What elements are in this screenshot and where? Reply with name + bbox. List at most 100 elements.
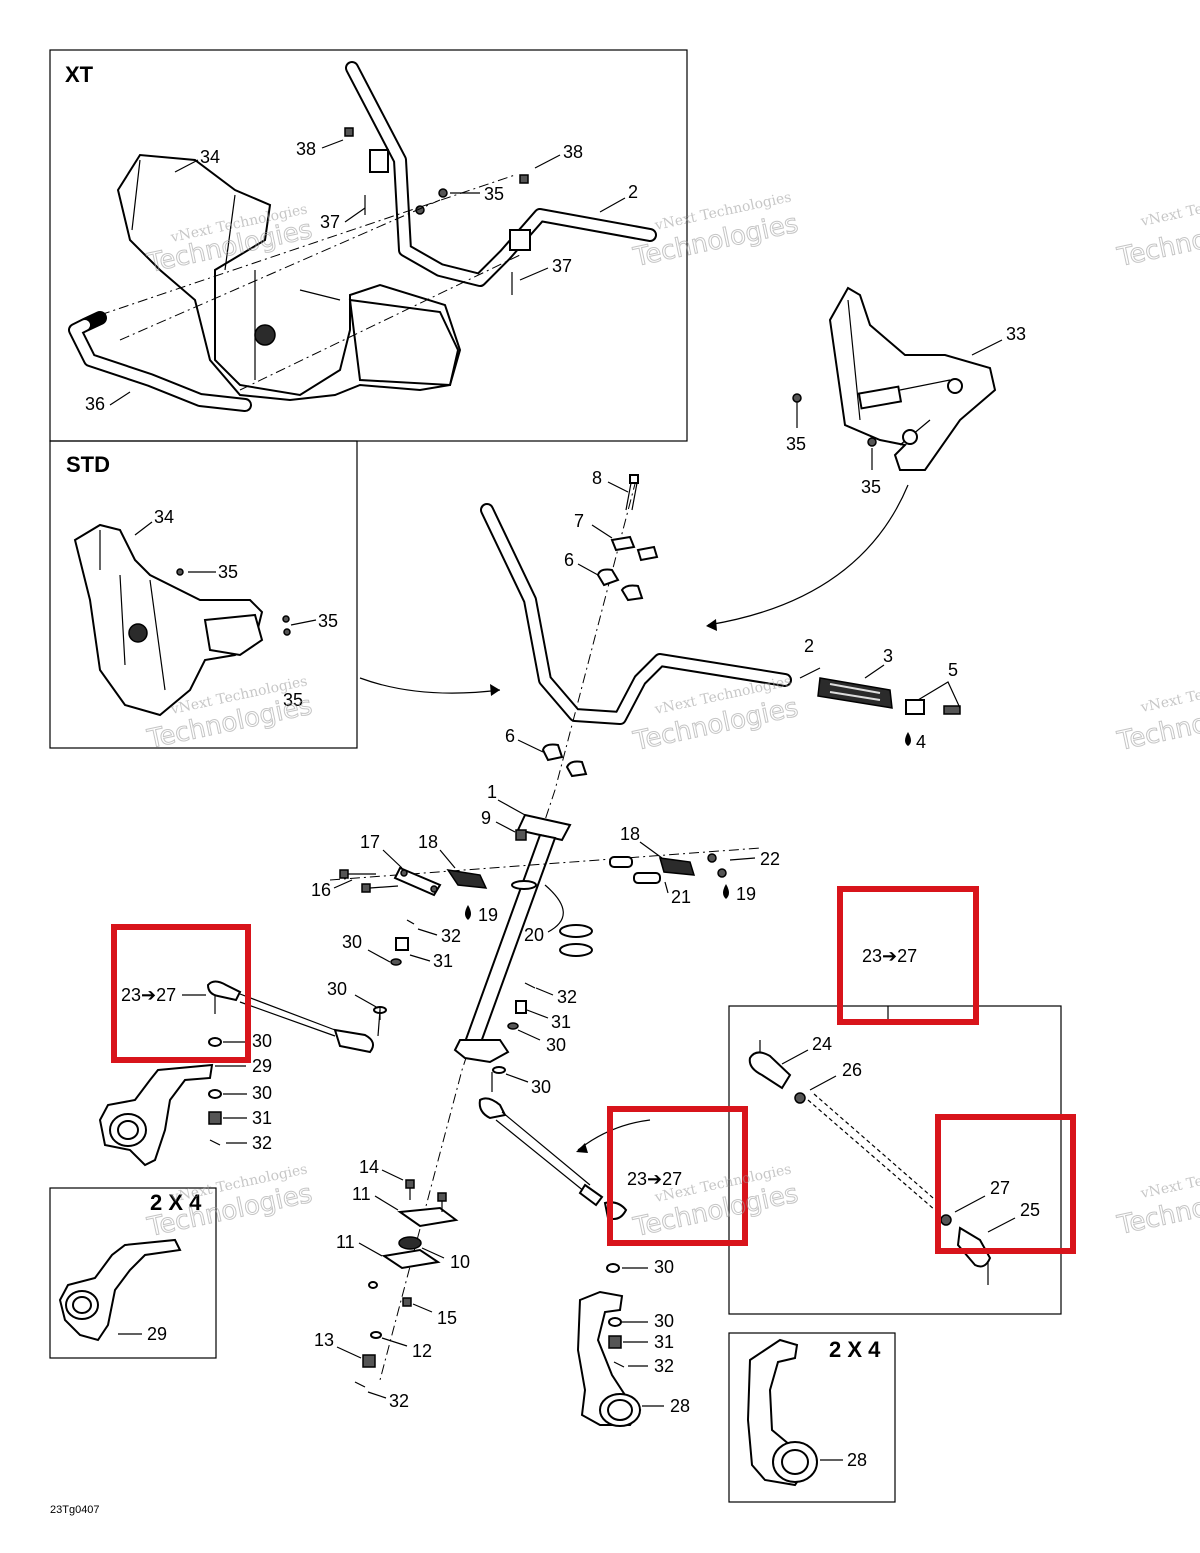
pivot-18-right [658, 857, 696, 876]
callout-r-32: 32 [654, 1356, 674, 1376]
clamp-6-lower [541, 743, 588, 778]
callout-2x4-29: 29 [147, 1324, 167, 1344]
std-handlebar-cover [73, 523, 264, 717]
callout-8: 8 [592, 468, 602, 488]
xt-bumper-bar-36 [68, 311, 252, 412]
callout-33-35a: 35 [786, 434, 806, 454]
tie-rod-detail-frame [728, 1005, 1062, 1315]
highlight-box-middle [607, 1106, 748, 1246]
two-by-four-left-frame [49, 1187, 217, 1359]
callout-xt-37b: 37 [552, 256, 572, 276]
callout-left-32: 32 [252, 1133, 272, 1153]
callout-31a: 31 [433, 951, 453, 971]
watermark-group: vNext Technologies Technologies vNext Te… [144, 185, 1200, 1243]
callout-5: 5 [948, 660, 958, 680]
callout-33-35b: 35 [861, 477, 881, 497]
callout-14: 14 [359, 1157, 379, 1177]
callout-30a: 30 [342, 932, 362, 952]
callout-10: 10 [450, 1252, 470, 1272]
callout-2x4-28: 28 [847, 1450, 867, 1470]
callout-left-23-27: 23➔27 [121, 985, 176, 1005]
callout-7: 7 [574, 511, 584, 531]
callout-mid-23-27: 23➔27 [627, 1169, 682, 1189]
callout-30c: 30 [546, 1035, 566, 1055]
link-17 [393, 866, 442, 897]
handlebar-2 [480, 503, 792, 725]
callout-std-34: 34 [154, 507, 174, 527]
callout-left-29: 29 [252, 1056, 272, 1076]
callout-4: 4 [916, 732, 926, 752]
callout-box-23-27: 23➔27 [862, 946, 917, 966]
grip-3 [817, 677, 893, 709]
knuckle-28-right [576, 1290, 642, 1427]
callout-15: 15 [437, 1308, 457, 1328]
callout-r-31: 31 [654, 1332, 674, 1352]
std-panel-frame [49, 440, 358, 749]
callout-32b: 32 [557, 987, 577, 1007]
callout-26: 26 [842, 1060, 862, 1080]
xt-panel-frame [49, 49, 688, 442]
hardware-right-cluster [492, 982, 536, 1074]
bushings-21-22 [609, 853, 727, 884]
callout-11b: 11 [336, 1232, 355, 1252]
callout-27: 27 [990, 1178, 1010, 1198]
xt-centerline-c [239, 254, 521, 391]
callout-32c: 32 [389, 1391, 409, 1411]
bolts-16 [339, 869, 399, 893]
callout-21: 21 [671, 887, 691, 907]
grease-drop-icon [905, 732, 911, 746]
callout-24: 24 [812, 1034, 832, 1054]
two-by-four-left-title: 2 X 4 [150, 1190, 202, 1215]
callout-9: 9 [481, 808, 491, 828]
tie-rod-detail [748, 1040, 992, 1285]
callout-r-30a: 30 [654, 1257, 674, 1277]
callout-xt-34: 34 [200, 147, 220, 167]
callout-30d: 30 [531, 1077, 551, 1097]
callout-18b: 18 [620, 824, 640, 844]
callout-13: 13 [314, 1330, 334, 1350]
tie-rod-left [206, 980, 381, 1054]
watermark-6: vNext Technologies [1139, 671, 1200, 716]
callout-18a: 18 [418, 832, 438, 852]
xt-centerline-a [99, 174, 516, 316]
column-lower-hardware [354, 1179, 459, 1388]
knuckle-29-left [98, 1063, 214, 1167]
two-by-four-right-title: 2 X 4 [829, 1337, 881, 1362]
callout-xt-37a: 37 [320, 212, 340, 232]
callout-left-30b: 30 [252, 1083, 272, 1103]
rings-20 [511, 880, 593, 957]
callout-std-35a: 35 [218, 562, 238, 582]
knuckle-29-2x4 [58, 1238, 182, 1342]
std-panel-title: STD [66, 452, 110, 477]
callout-16: 16 [311, 880, 331, 900]
rod-detail-arrow [577, 1119, 651, 1151]
callout-19a: 19 [478, 905, 498, 925]
cross-axis-line [329, 847, 761, 881]
callout-30b: 30 [327, 979, 347, 999]
callout-20: 20 [524, 925, 544, 945]
callout-r-30b: 30 [654, 1311, 674, 1331]
highlight-box-top-right [837, 886, 979, 1025]
callout-32a: 32 [441, 926, 461, 946]
callout-left-31: 31 [252, 1108, 272, 1128]
clamp-7 [610, 535, 659, 562]
two-by-four-right-frame [728, 1332, 896, 1503]
xt-panel-title: XT [65, 62, 94, 87]
pivot-18-left [446, 868, 488, 889]
callout-17: 17 [360, 832, 380, 852]
tie-rod-right [478, 1072, 628, 1220]
callout-6a: 6 [564, 550, 574, 570]
callout-xt-36: 36 [85, 394, 105, 414]
callout-1: 1 [487, 782, 497, 802]
callout-12: 12 [412, 1341, 432, 1361]
callout-3: 3 [883, 646, 893, 666]
xt-handlebar-cover [116, 153, 462, 402]
callout-33: 33 [1006, 324, 1026, 344]
xt-hardware [344, 127, 531, 295]
watermark-3: vNext Technologies [1139, 185, 1200, 230]
xt-centerline-b [119, 199, 441, 341]
callout-xt-38b: 38 [563, 142, 583, 162]
clamp-6-upper [596, 568, 644, 602]
highlight-box-bottom-right [935, 1114, 1076, 1254]
